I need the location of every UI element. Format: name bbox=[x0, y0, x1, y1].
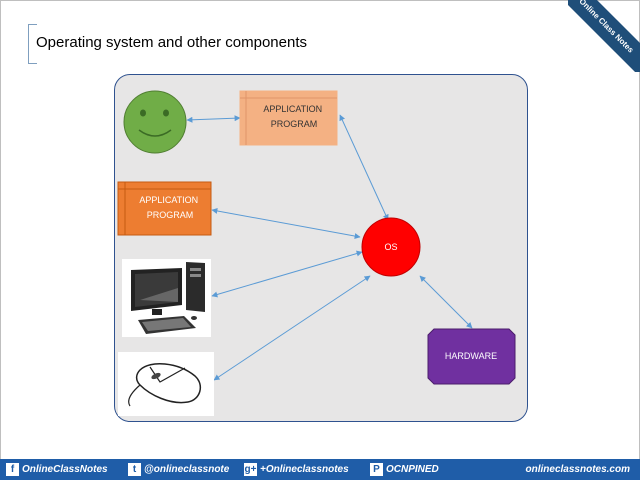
hardware-node: HARDWARE bbox=[427, 328, 516, 385]
facebook-icon: f bbox=[6, 463, 19, 476]
connector-app1-os bbox=[339, 114, 389, 221]
connector-smiley-app1 bbox=[186, 115, 241, 123]
connector-os-hardware bbox=[419, 275, 473, 329]
twitter-icon: t bbox=[128, 463, 141, 476]
googleplus-icon: g+ bbox=[244, 463, 257, 476]
connectors bbox=[186, 114, 473, 381]
app-program-1-line1: APPLICATION bbox=[263, 104, 322, 114]
app-program-1: APPLICATION PROGRAM bbox=[239, 90, 338, 146]
os-label: OS bbox=[384, 242, 397, 252]
footer-site-link[interactable]: onlineclassnotes.com bbox=[525, 464, 630, 475]
app-program-2-line2: PROGRAM bbox=[147, 210, 194, 220]
app-program-1-line2: PROGRAM bbox=[271, 119, 318, 129]
hardware-label: HARDWARE bbox=[445, 351, 497, 361]
app-program-2-line1: APPLICATION bbox=[139, 195, 198, 205]
connector-computer-os bbox=[211, 250, 363, 298]
footer-googleplus[interactable]: g++Onlineclassnotes bbox=[244, 462, 349, 477]
connector-mouse-os bbox=[213, 275, 371, 381]
mouse-icon bbox=[118, 352, 214, 416]
footer-pinterest-text: OCNPINED bbox=[386, 464, 439, 475]
footer-twitter-text: @onlineclassnote bbox=[144, 464, 230, 475]
computer-icon bbox=[122, 259, 211, 337]
os-node: OS bbox=[361, 217, 421, 277]
diagram: APPLICATION PROGRAM APPLICATION PROGRAM bbox=[117, 90, 516, 416]
footer-twitter[interactable]: t@onlineclassnote bbox=[128, 462, 229, 477]
pinterest-icon: P bbox=[370, 463, 383, 476]
page-title: Operating system and other components bbox=[36, 34, 307, 51]
footer-googleplus-text: +Onlineclassnotes bbox=[260, 464, 349, 475]
smiley-user-icon bbox=[123, 90, 187, 154]
footer-facebook-text: OnlineClassNotes bbox=[22, 464, 108, 475]
app-program-2-label: APPLICATION PROGRAM bbox=[139, 195, 200, 220]
connector-app2-os bbox=[211, 208, 361, 239]
app-program-2: APPLICATION PROGRAM bbox=[117, 181, 212, 236]
title-bracket bbox=[28, 24, 37, 64]
app-program-1-label: APPLICATION PROGRAM bbox=[263, 104, 324, 129]
